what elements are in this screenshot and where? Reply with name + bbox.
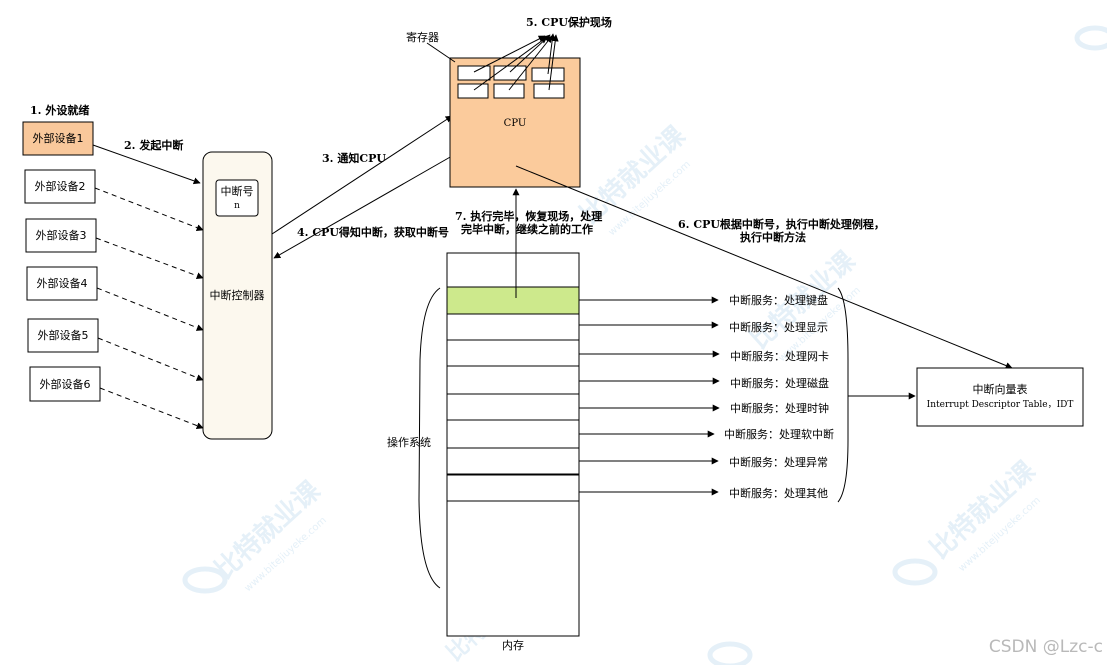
notify-cpu-arrow [271,115,453,235]
register-cell [493,65,527,81]
idt-title: 中断向量表 [973,382,1028,396]
step-4-label: 4. CPU得知中断，获取中断号 [297,225,449,239]
device-4-arrow [96,287,204,331]
idt-box [916,367,1084,427]
register-cell [457,65,491,81]
service-arrows [579,296,720,496]
device-4-label: 外部设备4 [37,276,88,290]
device-1-box [22,121,94,156]
memory: 内存 操作系统 [387,252,580,652]
step-6-label-line2: 执行中断方法 [740,230,806,244]
device-2-label: 外部设备2 [35,179,86,193]
interrupt-number-label: 中断号 [221,184,254,198]
services-brace [837,287,849,503]
controller-box [202,151,273,440]
os-brace [418,287,441,589]
register-cell [533,83,565,99]
step-3-label: 3. 通知CPU [322,151,386,165]
register-cell [457,83,489,99]
memory-block [446,474,580,502]
device-4-box [26,266,98,301]
service-display: 中断服务：处理显示 [729,320,828,334]
memory-highlight-block [446,286,580,315]
device-5-label: 外部设备5 [38,328,89,342]
idt-subtitle: Interrupt Descriptor Table，IDT [927,400,1074,410]
service-other: 中断服务：处理其他 [729,486,828,500]
os-label: 操作系统 [387,435,431,449]
service-exception: 中断服务：处理异常 [729,455,828,469]
idt: 中断向量表 Interrupt Descriptor Table，IDT [916,367,1084,427]
get-interrupt-number-arrow [273,155,453,259]
device-6-label: 外部设备6 [40,377,91,391]
device-1-arrow [92,144,201,185]
device-3-box [25,218,97,253]
cpu-to-idt-arrow [515,165,1013,369]
watermark-logo-icon [707,641,753,665]
registers-pointer [426,42,456,63]
device-3-label: 外部设备3 [36,228,87,242]
step-6-label-line1: 6. CPU根据中断号，执行中断处理例程， [678,217,885,231]
step-1-label: 1. 外设就绪 [30,103,89,117]
save-context-arrows [473,33,559,91]
device-6-arrow [99,387,204,429]
cpu-label: CPU [504,118,527,129]
memory-block [446,447,580,475]
external-devices: 外部设备1 外部设备2 外部设备3 外部设备4 外部设备5 外部设备6 [22,121,101,402]
step-5-label: 5. CPU保护现场 [526,15,612,29]
device-5-arrow [97,337,204,381]
step-7-label-line2: 完毕中断，继续之前的工作 [461,222,593,236]
device-1-label: 外部设备1 [33,131,84,145]
device-3-arrow [95,237,204,280]
watermark-logo-icon [182,566,228,594]
memory-box [446,252,580,637]
device-5-box [27,318,99,353]
step-7-label-line1: 7. 执行完毕，恢复现场，处理 [455,209,602,223]
controller-label: 中断控制器 [210,288,265,302]
memory-block [446,393,580,421]
watermark-logo-icon [1074,25,1107,51]
service-labels: 中断服务：处理键盘 中断服务：处理显示 中断服务：处理网卡 中断服务：处理磁盘 … [724,293,834,500]
device-2-arrow [94,187,204,231]
interrupt-number-box [215,179,259,217]
registers-label: 寄存器 [406,30,439,44]
service-soft-interrupt: 中断服务：处理软中断 [724,427,834,441]
csdn-credit: CSDN @Lzc-c [989,637,1103,657]
service-network: 中断服务：处理网卡 [730,349,829,363]
device-6-box [29,366,101,402]
service-clock: 中断服务：处理时钟 [730,401,829,415]
watermark-logo-icon [892,558,938,586]
service-disk: 中断服务：处理磁盘 [730,376,829,390]
register-cell [531,67,565,82]
cpu: CPU 寄存器 [406,30,581,188]
device-2-box [24,169,96,204]
watermarks: 比特就业课 www.bitejiuyeke.com 比特就业课 www.bite… [182,25,1107,665]
device-arrows [92,144,204,429]
memory-label: 内存 [502,638,524,652]
interrupt-controller: 中断号 n 中断控制器 [202,151,273,440]
step-2-label: 2. 发起中断 [124,138,183,152]
memory-block [446,339,580,367]
register-cell [493,83,525,99]
service-keyboard: 中断服务：处理键盘 [729,293,828,307]
interrupt-number-value: n [234,201,240,211]
